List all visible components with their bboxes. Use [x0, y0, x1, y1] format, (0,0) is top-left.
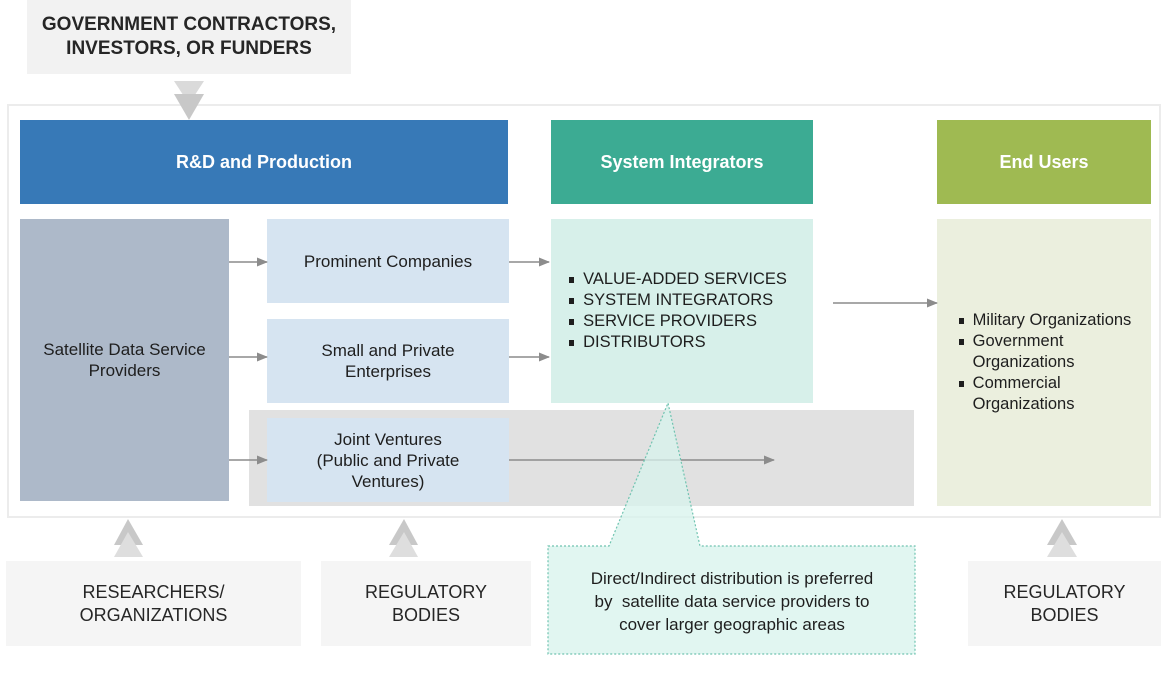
list-item: SERVICE PROVIDERS	[569, 311, 787, 332]
sub-box-label-line3: Ventures)	[351, 471, 425, 491]
source-label-line1: REGULATORY	[1003, 581, 1126, 602]
sub-box-label-line1: Joint Ventures	[334, 429, 442, 449]
up-chevron-icon	[114, 519, 143, 557]
source-label-line1: RESEARCHERS/	[82, 581, 225, 602]
callout-line3: cover larger geographic areas	[619, 614, 845, 634]
source-label-line1: REGULATORY	[364, 581, 488, 602]
small-private-enterprises-box: Small and Private Enterprises	[267, 319, 509, 403]
callout-line2: by satellite data service providers to	[594, 591, 870, 611]
callout-note: Direct/Indirect distribution is preferre…	[548, 546, 916, 654]
stage-header-end-users: End Users	[937, 120, 1151, 204]
stage-title: System Integrators	[600, 151, 764, 172]
stage-header-rd-production: R&D and Production	[20, 120, 508, 204]
callout-line1: Direct/Indirect distribution is preferre…	[590, 568, 874, 588]
source-label-line2: INVESTORS, OR FUNDERS	[66, 38, 312, 59]
prominent-companies-box: Prominent Companies	[267, 219, 509, 303]
source-label-line2: BODIES	[391, 604, 460, 625]
list-item: DISTRIBUTORS	[569, 332, 787, 353]
sub-box-label-line1: Small and Private	[321, 341, 455, 360]
system-integrators-box: VALUE-ADDED SERVICES SYSTEM INTEGRATORS …	[551, 219, 813, 403]
up-chevron-icon	[1047, 519, 1077, 557]
down-chevron-icon	[174, 81, 204, 120]
sub-box-label-line2: (Public and Private	[316, 450, 460, 470]
callout-shape	[547, 401, 916, 655]
stage-header-system-integrators: System Integrators	[551, 120, 813, 204]
sub-box-label-line2: Enterprises	[345, 362, 431, 381]
source-label-line2: ORGANIZATIONS	[79, 604, 228, 625]
system-integrators-list: VALUE-ADDED SERVICES SYSTEM INTEGRATORS …	[569, 269, 787, 353]
stage-title: End Users	[999, 151, 1089, 172]
up-chevron-icon	[389, 519, 418, 557]
stage-title: R&D and Production	[176, 151, 352, 172]
source-label-line1: GOVERNMENT CONTRACTORS,	[41, 14, 337, 35]
source-box-regulatory-bodies: REGULATORY BODIES	[321, 561, 531, 646]
source-box-researchers: RESEARCHERS/ ORGANIZATIONS	[6, 561, 301, 646]
source-label-line2: BODIES	[1030, 604, 1099, 625]
source-box-regulatory-bodies-end-users: REGULATORY BODIES	[968, 561, 1161, 646]
sub-box-label: Prominent Companies	[303, 251, 473, 271]
provider-label-line1: Satellite Data Service	[43, 340, 206, 359]
provider-label-line2: Providers	[88, 361, 161, 380]
satellite-data-service-providers-box: Satellite Data Service Providers	[20, 219, 229, 501]
list-item: Military Organizations	[958, 310, 1131, 331]
source-box-government-contractors: GOVERNMENT CONTRACTORS, INVESTORS, OR FU…	[27, 0, 351, 74]
list-item: SYSTEM INTEGRATORS	[569, 290, 787, 311]
list-item: VALUE-ADDED SERVICES	[569, 269, 787, 290]
joint-ventures-box: Joint Ventures (Public and Private Ventu…	[267, 418, 509, 502]
